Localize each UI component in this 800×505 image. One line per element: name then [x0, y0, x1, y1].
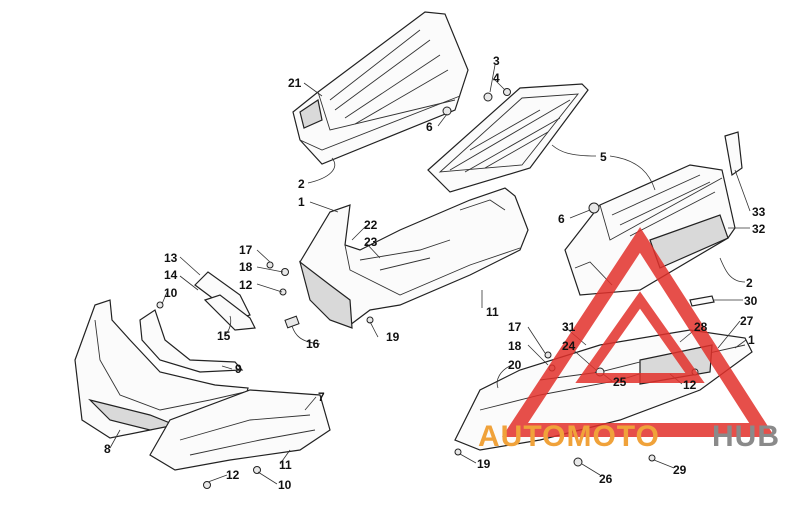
callout-26: 26 — [599, 472, 613, 486]
callout-7: 7 — [318, 390, 325, 404]
callout-12-right: 12 — [683, 378, 697, 392]
part-belly-pan-center — [298, 187, 529, 329]
callout-19-right: 19 — [477, 457, 491, 471]
callout-11-lower: 11 — [279, 458, 292, 472]
callout-27: 27 — [740, 314, 754, 328]
callout-9: 9 — [235, 362, 242, 376]
callout-5: 5 — [600, 150, 607, 164]
callout-31: 31 — [562, 320, 576, 334]
callout-33: 33 — [752, 205, 766, 219]
part-9-trim — [139, 309, 244, 373]
callout-2-left: 2 — [298, 177, 305, 191]
callout-10-lower: 10 — [278, 478, 292, 492]
part-hood-vent-upper — [292, 11, 469, 165]
callout-8: 8 — [104, 442, 111, 456]
callout-11-center: 11 — [486, 305, 499, 319]
callout-15: 15 — [217, 329, 231, 343]
callout-10-left: 10 — [164, 286, 178, 300]
callout-6-right: 6 — [558, 212, 565, 226]
part-skid-plate — [149, 389, 331, 471]
callout-13: 13 — [164, 251, 178, 265]
watermark-brand-part1: AUTOMOTO — [478, 420, 660, 453]
callout-1-center: 1 — [298, 195, 305, 209]
callout-19-center: 19 — [386, 330, 400, 344]
callout-6-upper: 6 — [426, 120, 433, 134]
part-vent-panel — [427, 83, 589, 193]
callout-21: 21 — [288, 76, 302, 90]
leader-lines — [109, 64, 751, 485]
watermark-brand-part2: HUB — [712, 420, 780, 453]
callout-25: 25 — [613, 375, 627, 389]
callout-2-right: 2 — [746, 276, 753, 290]
callout-12-left: 12 — [239, 278, 253, 292]
callout-1-right: 1 — [748, 333, 755, 347]
callout-29: 29 — [673, 463, 687, 477]
callout-18-left: 18 — [239, 260, 253, 274]
callout-labels: 21 3 4 6 2 5 1 22 23 6 33 32 2 13 14 10 … — [104, 54, 766, 492]
part-33-tab — [724, 131, 743, 177]
part-30-strip — [689, 295, 715, 307]
callout-4: 4 — [493, 71, 500, 85]
callout-30: 30 — [744, 294, 758, 308]
callout-17-left: 17 — [239, 243, 253, 257]
callout-12-lower: 12 — [226, 468, 240, 482]
callout-18-right: 18 — [508, 339, 522, 353]
callout-16: 16 — [306, 337, 320, 351]
callout-20: 20 — [508, 358, 522, 372]
callout-28: 28 — [694, 320, 708, 334]
callout-24: 24 — [562, 339, 576, 353]
callout-22: 22 — [364, 218, 378, 232]
watermark-logo: AUTOMOTO HUB — [478, 227, 780, 453]
part-side-vent-right — [564, 164, 736, 296]
callout-14: 14 — [164, 268, 178, 282]
callout-23: 23 — [364, 235, 378, 249]
callout-17-right: 17 — [508, 320, 522, 334]
callout-32: 32 — [752, 222, 766, 236]
callout-3: 3 — [493, 54, 500, 68]
part-front-bumper — [74, 299, 249, 439]
